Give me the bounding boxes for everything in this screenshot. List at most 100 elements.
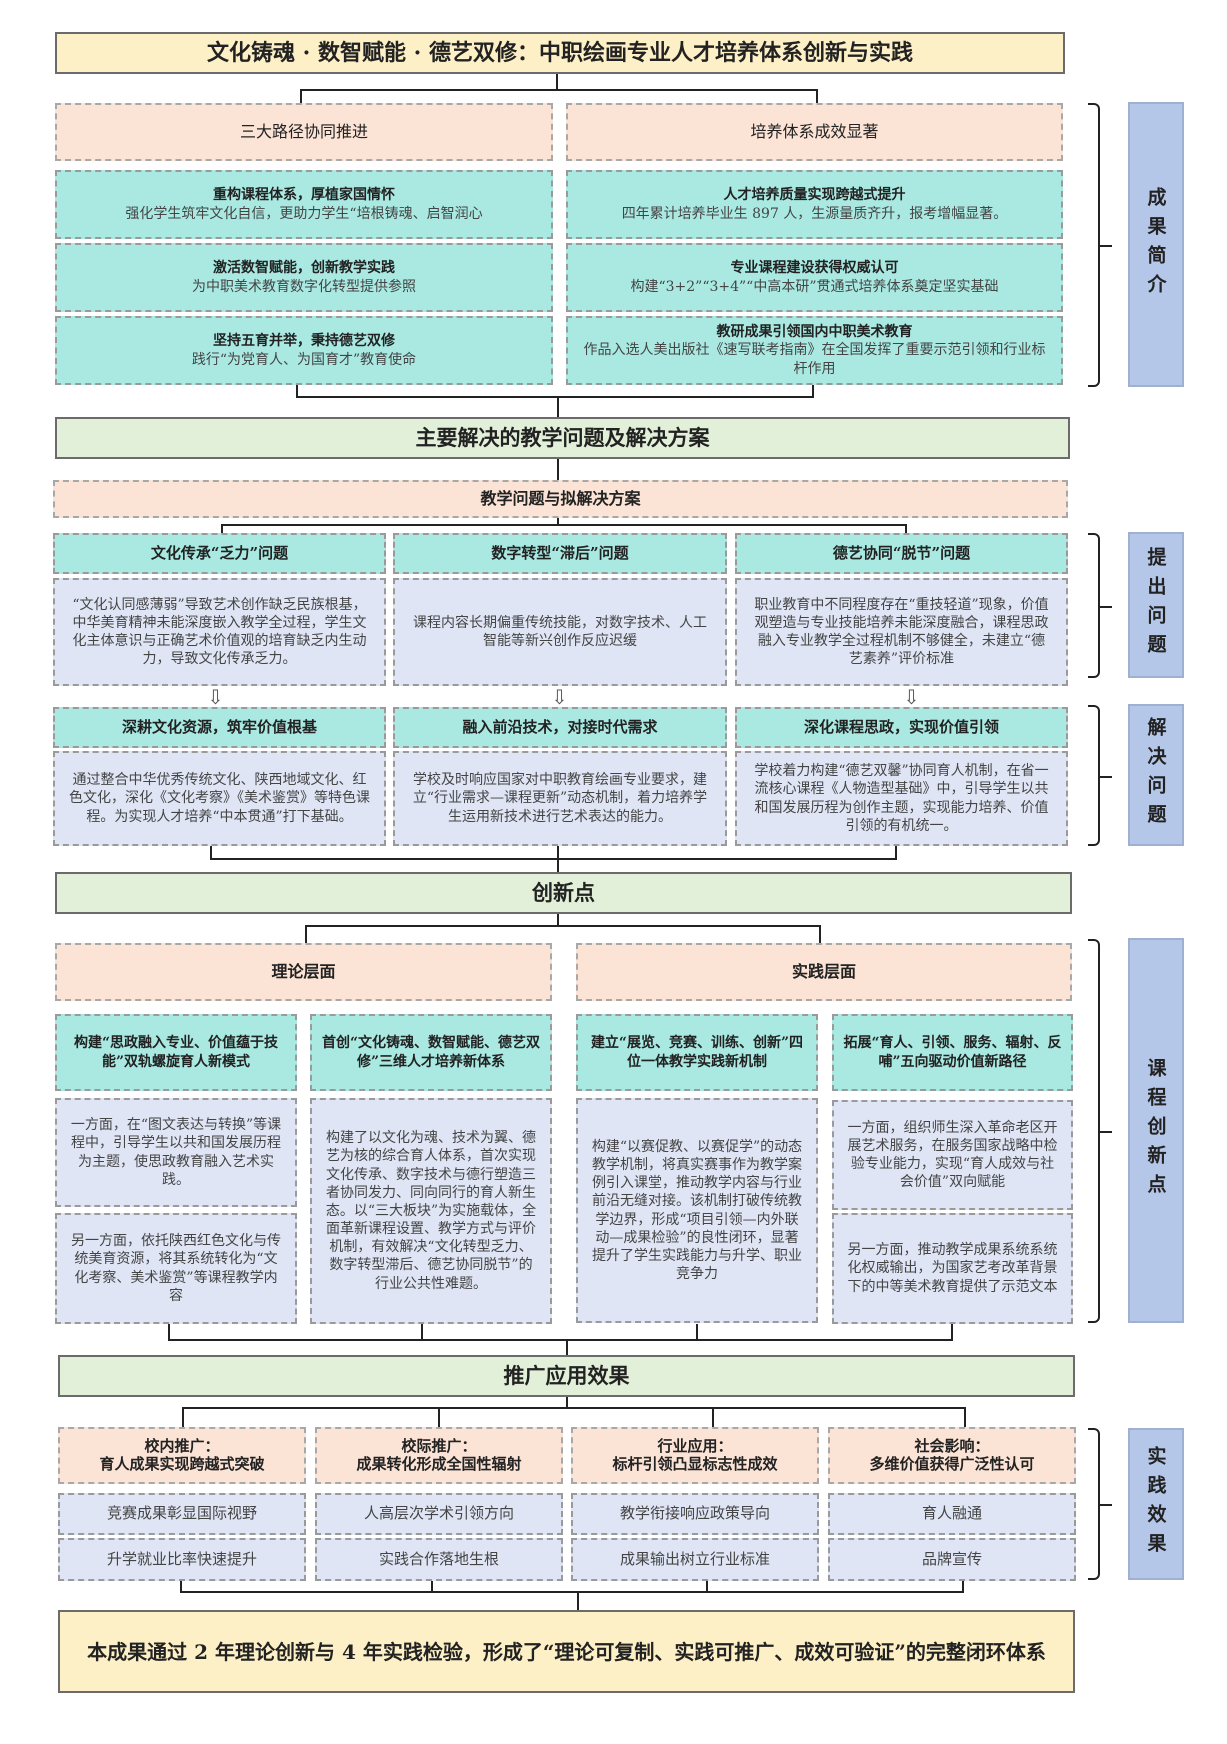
item-title: 专业课程建设获得权威认可 — [730, 260, 899, 277]
connector — [816, 89, 818, 103]
problems-sub-header: 教学问题与拟解决方案 — [53, 480, 1068, 518]
connector — [819, 925, 821, 943]
header-line: 校际推广： — [401, 1437, 477, 1456]
connector — [182, 1407, 966, 1409]
connector — [557, 518, 559, 525]
innovation-text: 一方面，组织师生深入革命老区开展艺术服务，在服务国家战略中检验专业能力，实现“育… — [832, 1100, 1073, 1210]
problem-text: 课程内容长期偏重传统技能，对数字技术、人工智能等新兴创作反应迟缓 — [393, 578, 727, 686]
connector — [421, 1324, 423, 1341]
connector — [431, 1581, 433, 1593]
problem-header: 数字转型“滞后”问题 — [393, 533, 727, 574]
connector — [300, 89, 818, 91]
section-title-innovation: 创新点 — [55, 872, 1072, 914]
side-label-application: 实践效果 — [1128, 1428, 1184, 1580]
summary-right-item: 人才培养质量实现跨越式提升四年累计培养毕业生 897 人，生源量质齐升，报考增幅… — [566, 170, 1063, 239]
item-title: 激活数智赋能，创新教学实践 — [213, 260, 395, 277]
bracket — [1088, 705, 1112, 846]
bracket — [1088, 1428, 1112, 1580]
connector — [296, 396, 814, 398]
side-label-text: 成果简介 — [1144, 186, 1167, 303]
problem-text: “文化认同感薄弱”导致艺术创作缺乏民族根基，中华美育精神未能深度嵌入教学全过程，… — [53, 578, 386, 686]
application-item: 教学衔接响应政策导向 — [571, 1493, 819, 1535]
connector — [182, 1407, 184, 1427]
connector — [557, 396, 559, 417]
innovation-text: 另一方面，依托陕西红色文化与传统美育资源，将其系统转化为“文化考察、美术鉴赏”等… — [55, 1213, 297, 1324]
problem-header: 文化传承“乏力”问题 — [53, 533, 386, 574]
connector — [305, 925, 821, 927]
application-item: 成果输出树立行业标准 — [571, 1538, 819, 1581]
bracket — [1088, 533, 1112, 678]
connector — [812, 385, 814, 398]
summary-right-header: 培养体系成效显著 — [566, 103, 1063, 161]
side-label-text: 实践效果 — [1144, 1446, 1167, 1562]
application-header: 行业应用：标杆引领凸显标志性成效 — [571, 1427, 819, 1484]
solution-text: 学校着力构建“德艺双馨”协同育人机制，在省一流核心课程《人物造型基础》中，引导学… — [735, 751, 1068, 846]
connector — [577, 1591, 579, 1610]
side-label-text: 解决问题 — [1144, 717, 1167, 833]
item-text: 强化学生筑牢文化自信，更助力学生“培根铸魂、启智润心 — [125, 205, 483, 222]
innovation-title: 拓展“育人、引领、服务、辐射、反哺”五向驱动价值新路径 — [832, 1014, 1073, 1091]
item-text: 践行“为党育人、为国育才”教育使命 — [191, 351, 417, 368]
connector — [180, 1581, 182, 1593]
header-line: 校内推广： — [144, 1437, 220, 1456]
connector — [221, 524, 907, 526]
summary-right-item: 教研成果引领国内中职美术教育作品入选人美出版社《速写联考指南》在全国发挥了重要示… — [566, 316, 1063, 385]
connector — [557, 914, 559, 926]
application-header: 校际推广：成果转化形成全国性辐射 — [315, 1427, 563, 1484]
connector — [210, 846, 212, 860]
header-line: 行业应用： — [657, 1437, 733, 1456]
connector — [696, 1324, 698, 1341]
item-title: 重构课程体系，厚植家国情怀 — [213, 187, 395, 204]
connector — [210, 858, 897, 860]
connector — [951, 1324, 953, 1341]
item-text: 作品入选人美出版社《速写联考指南》在全国发挥了重要示范引领和行业标杆作用 — [583, 342, 1046, 377]
connector — [905, 524, 907, 534]
innovation-text: 另一方面，推动教学成果系统系统化权威输出，为国家艺考改革背景下的中等美术教育提供… — [832, 1213, 1073, 1324]
connector — [895, 846, 897, 860]
application-header: 校内推广：育人成果实现跨越式突破 — [58, 1427, 306, 1484]
bracket — [1088, 103, 1112, 387]
solution-text: 学校及时响应国家对中职教育绘画专业要求，建立“行业需求—课程更新”动态机制，着力… — [393, 751, 727, 846]
section-title-application: 推广应用效果 — [58, 1355, 1075, 1397]
connector — [557, 459, 559, 480]
summary-left-header: 三大路径协同推进 — [55, 103, 553, 161]
side-label-innovation: 课程创新点 — [1128, 938, 1184, 1323]
connector — [168, 1339, 953, 1341]
header-line: 社会影响： — [914, 1437, 990, 1456]
application-header: 社会影响：多维价值获得广泛性认可 — [828, 1427, 1076, 1484]
innovation-title: 建立“展览、竞赛、训练、创新”四位一体教学实践新机制 — [576, 1014, 818, 1091]
connector — [221, 524, 223, 534]
connector — [296, 385, 298, 398]
bracket — [1088, 939, 1112, 1323]
application-item: 人高层次学术引领方向 — [315, 1493, 563, 1535]
down-arrow-icon: ⇩ — [207, 685, 224, 709]
application-item: 竞赛成果彰显国际视野 — [58, 1493, 306, 1535]
connector — [712, 1407, 714, 1427]
item-text: 四年累计培养毕业生 897 人，生源量质齐升，报考增幅显著。 — [621, 205, 1008, 222]
summary-right-item: 专业课程建设获得权威认可构建“3+2”“3+4”“中高本研”贯通式培养体系奠定坚… — [566, 243, 1063, 312]
summary-left-item: 坚持五育并举，秉持德艺双修践行“为党育人、为国育才”教育使命 — [55, 316, 553, 385]
innovation-title: 构建“思政融入专业、价值蕴于技能”双轨螺旋育人新模式 — [55, 1014, 297, 1091]
down-arrow-icon: ⇩ — [903, 685, 920, 709]
side-label-text: 提出问题 — [1144, 547, 1167, 663]
problem-text: 职业教育中不同程度存在“重技轻道”现象，价值观塑造与专业技能培养未能深度融合，课… — [735, 578, 1068, 686]
side-label-solution: 解决问题 — [1128, 704, 1184, 846]
innovation-title: 首创“文化铸魂、数智赋能、德艺双修”三维人才培养新体系 — [310, 1014, 552, 1091]
connector — [964, 1407, 966, 1427]
application-item: 升学就业比率快速提升 — [58, 1538, 306, 1581]
solution-header: 深化课程思政，实现价值引领 — [735, 707, 1068, 748]
innovation-text: 构建“以赛促教、以赛促学”的动态教学机制，将真实赛事作为教学案例引入课堂，推动教… — [576, 1098, 818, 1323]
item-title: 人才培养质量实现跨越式提升 — [723, 187, 906, 204]
connector — [438, 1407, 440, 1427]
header-line: 成果转化形成全国性辐射 — [356, 1454, 522, 1473]
connector — [556, 74, 558, 90]
practice-header: 实践层面 — [576, 943, 1072, 1001]
connector — [566, 1339, 568, 1355]
side-label-summary: 成果简介 — [1128, 102, 1184, 387]
application-item: 实践合作落地生根 — [315, 1538, 563, 1581]
header-line: 多维价值获得广泛性认可 — [869, 1454, 1035, 1473]
item-text: 构建“3+2”“3+4”“中高本研”贯通式培养体系奠定坚实基础 — [630, 278, 999, 295]
item-title: 坚持五育并举，秉持德艺双修 — [213, 333, 395, 350]
summary-left-item: 激活数智赋能，创新教学实践为中职美术教育数字化转型提供参照 — [55, 243, 553, 312]
